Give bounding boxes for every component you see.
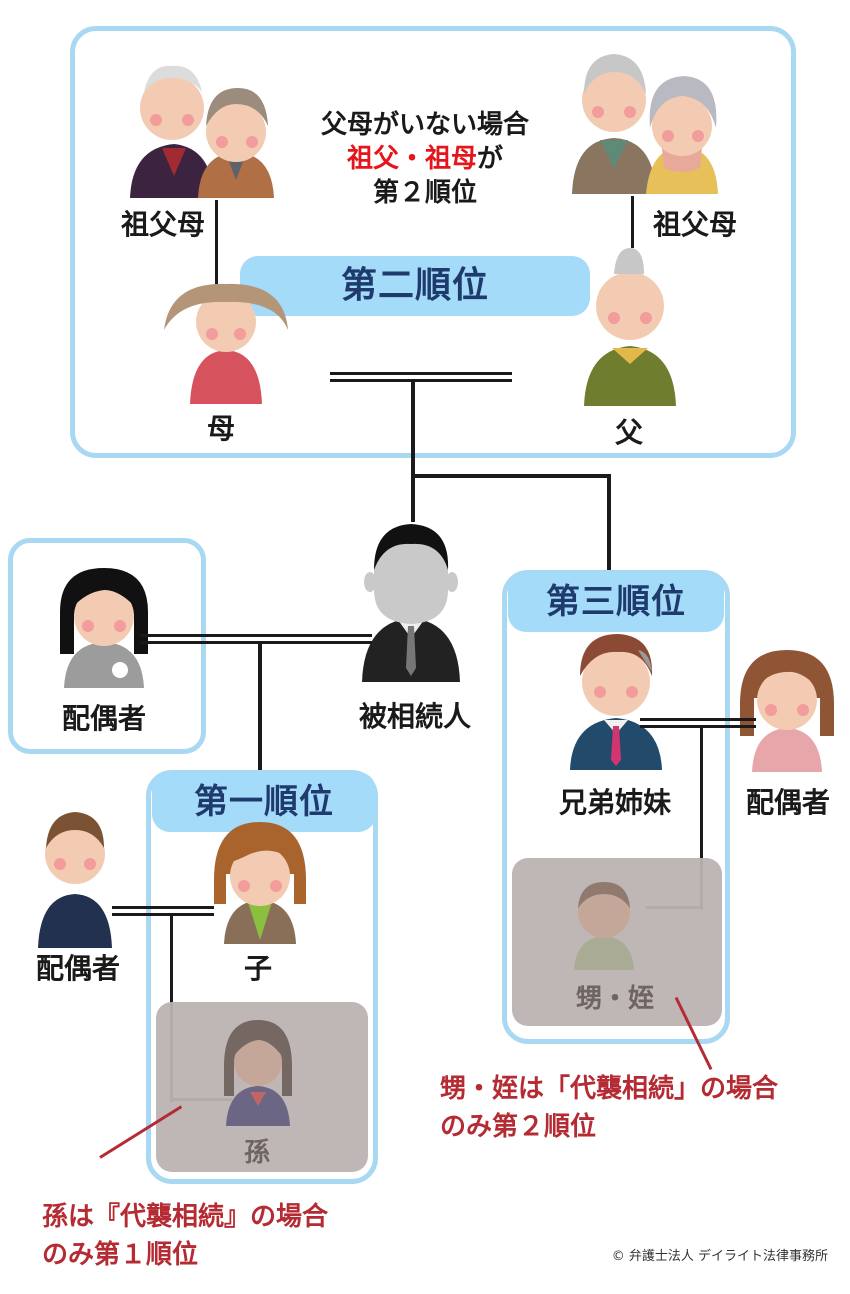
nephew-note-line1: 甥・姪は「代襲相続」の場合 [440,1074,779,1104]
note-line1: 父母がいない場合 [320,110,529,140]
sibling-drop-line [607,474,611,570]
sibling-label: 兄弟姉妹 [558,786,671,819]
grandchild-label: 孫 [243,1138,270,1168]
spouse-label: 配偶者 [61,702,146,735]
nephew-note: 甥・姪は「代襲相続」の場合 のみ第２順位 [440,1070,840,1146]
note-highlight: 祖父・祖母 [346,144,477,174]
decedent-label: 被相続人 [358,700,471,733]
mother-label: 母 [206,412,235,445]
grandparent-left-line [215,200,218,292]
child-spouse-illustration [38,812,112,948]
grandchild-note-line1: 孫は『代襲相続』の場合 [42,1202,329,1232]
mother-illustration [164,283,288,404]
sibling-illustration [570,634,662,770]
nephew-descent-line [700,728,703,910]
sibling-spouse-label: 配偶者 [745,786,830,819]
nephew-niece-illustration [574,882,634,970]
grandparents-right-illustration [572,54,718,194]
grandchild-illustration [224,1020,292,1126]
grandparents-left-illustration [130,65,274,198]
nephew-note-line2: のみ第２順位 [440,1112,597,1142]
first-rank-badge: 第一順位 [152,772,376,832]
note-line2: 祖父・祖母が [300,142,550,176]
child-illustration [214,822,306,944]
note-line3: 第２順位 [372,178,477,208]
grandchild-note-line2: のみ第１順位 [42,1240,199,1270]
copyright: © 弁護士法人 デイライト法律事務所 [611,1249,828,1264]
grandparents-left-label: 祖父母 [120,208,205,241]
grandparents-right-label: 祖父母 [652,208,737,241]
sibling-branch-line [411,474,609,478]
sibling-marriage-line [640,718,756,728]
second-rank-note: 父母がいない場合 祖父・祖母が 第２順位 [300,108,550,210]
spouse-marriage-line [140,634,372,644]
sibling-spouse-illustration [740,650,834,772]
decedent-illustration [362,524,460,682]
child-descent-line [258,644,262,778]
parents-descent-line [411,382,415,522]
nephew-niece-label: 甥・姪 [575,984,654,1014]
note-suffix: が [477,144,504,174]
third-rank-badge: 第三順位 [508,572,724,632]
second-rank-badge: 第二順位 [240,256,590,316]
father-label: 父 [614,416,643,449]
child-marriage-line [112,906,214,916]
child-label: 子 [243,952,272,985]
spouse-illustration [60,568,148,688]
grandchild-note: 孫は『代襲相続』の場合 のみ第１順位 [42,1198,382,1274]
grandparent-right-line [631,196,634,248]
father-illustration [584,248,676,406]
parents-marriage-line [330,372,512,382]
child-spouse-label: 配偶者 [35,952,120,985]
